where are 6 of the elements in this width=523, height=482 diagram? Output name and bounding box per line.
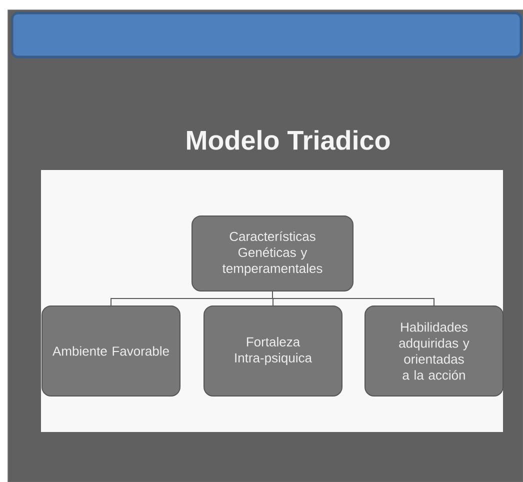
rounded-box: Fortaleza Intra-psiquica [204,306,342,396]
slide-title: Modelo Triadico [187,130,390,150]
rounded-box: Ambiente Favorable [42,306,180,396]
rounded-box: Características Genéticas y temperamentales [192,216,354,292]
rounded-box: Habilidades adquiridas y orientadas a la acción [364,306,504,396]
connector-line [272,291,434,306]
